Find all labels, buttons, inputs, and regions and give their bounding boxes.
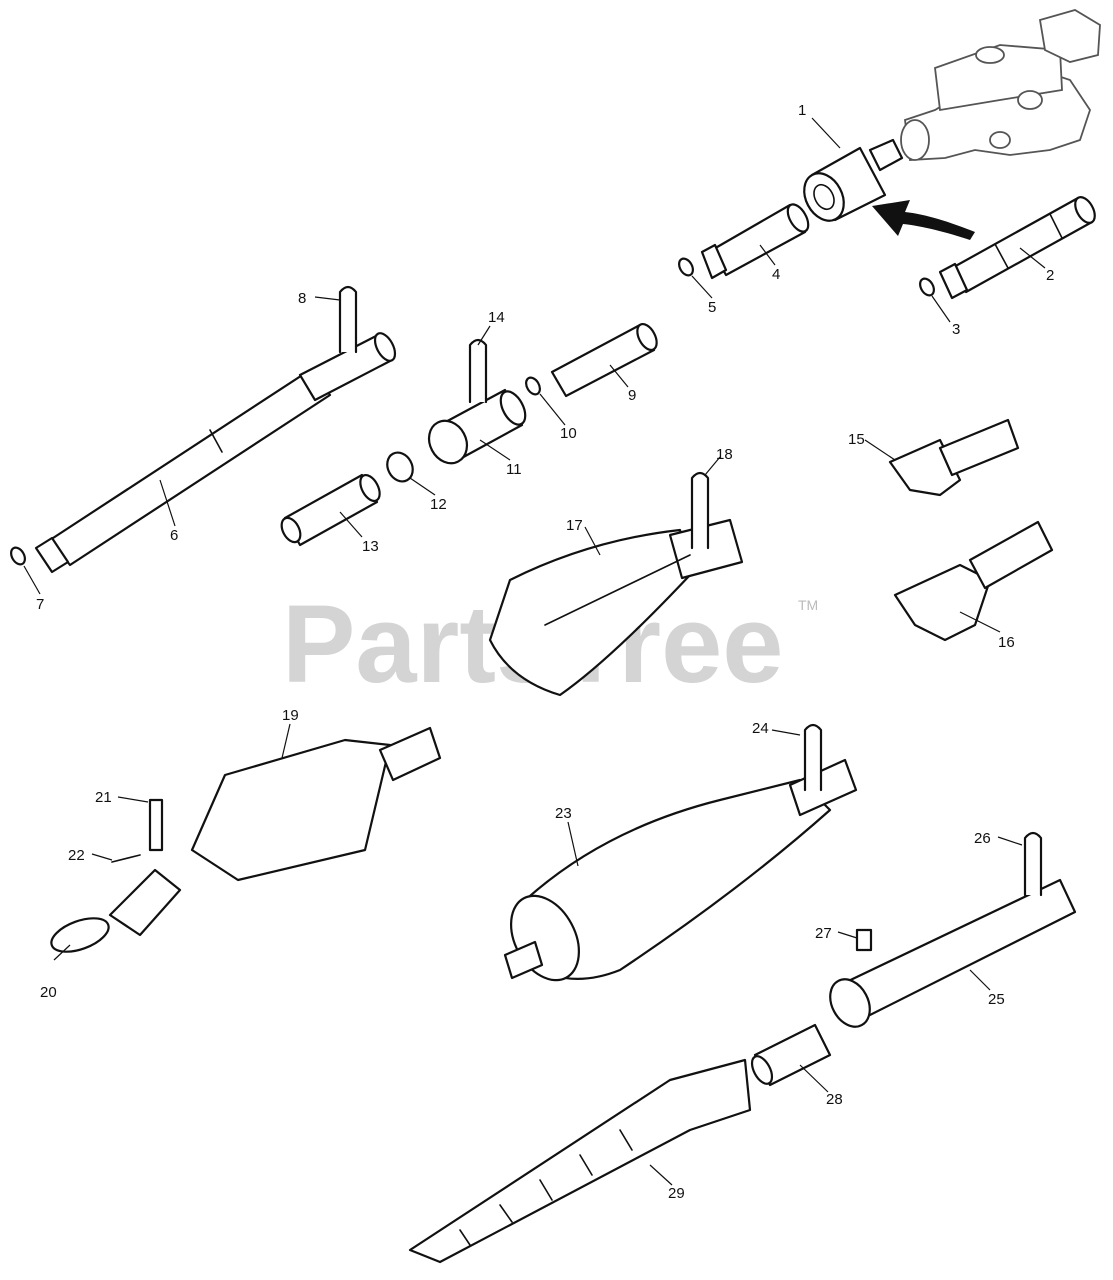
callout-8: 8 (298, 290, 306, 307)
callout-18: 18 (716, 446, 733, 463)
part-21-bolt (148, 798, 164, 852)
part-3-o-ring (919, 277, 935, 297)
callout-10: 10 (560, 425, 577, 442)
callouts: 1 2 3 4 5 6 7 8 9 10 11 12 13 14 15 16 1… (36, 102, 1054, 1202)
callout-20: 20 (40, 984, 57, 1001)
callout-9: 9 (628, 387, 636, 404)
part-11-coupling (427, 388, 527, 465)
part-15-cutter (888, 418, 1020, 497)
callout-7: 7 (36, 596, 44, 613)
part-10-o-ring (525, 376, 541, 396)
callout-4: 4 (772, 266, 780, 283)
part-24-pin (803, 723, 823, 792)
part-16-cutter (893, 520, 1054, 642)
callout-29: 29 (668, 1185, 685, 1202)
callout-21: 21 (95, 789, 112, 806)
part-22-pin (111, 854, 141, 863)
part-23-auger (503, 758, 858, 982)
callout-5: 5 (708, 299, 716, 316)
watermark-tm: TM (798, 597, 818, 613)
part-20-swivel (50, 868, 182, 953)
part-13-adapter (280, 473, 381, 547)
callout-2: 2 (1046, 267, 1054, 284)
part-25-auger (829, 878, 1077, 1028)
part-1-coupler (803, 138, 904, 222)
part-14-pin (468, 338, 488, 404)
part-8-pin (338, 285, 358, 354)
callout-27: 27 (815, 925, 832, 942)
callout-3: 3 (952, 321, 960, 338)
callout-1: 1 (798, 102, 806, 119)
part-9-adapter (550, 322, 658, 398)
part-29-drill-auger (408, 1058, 752, 1264)
callout-13: 13 (362, 538, 379, 555)
callout-16: 16 (998, 634, 1015, 651)
callout-17: 17 (566, 517, 583, 534)
callout-6: 6 (170, 527, 178, 544)
callout-23: 23 (555, 805, 572, 822)
leader-lines (23, 117, 1046, 1186)
part-19-paddle (190, 726, 442, 882)
part-5-o-ring (678, 257, 694, 277)
callout-14: 14 (488, 309, 505, 326)
part-27-set-screw (855, 928, 873, 952)
part-12-bushing (386, 451, 414, 483)
part-26-pin (1023, 831, 1043, 897)
part-7-o-ring (10, 546, 26, 566)
callout-11: 11 (506, 461, 522, 478)
callout-19: 19 (282, 707, 299, 724)
part-2-adapter (938, 196, 1096, 300)
callout-26: 26 (974, 830, 991, 847)
callout-28: 28 (826, 1091, 843, 1108)
part-28-connector (750, 1023, 832, 1087)
direction-arrow (872, 200, 975, 240)
callout-25: 25 (988, 991, 1005, 1008)
part-6-shaft (34, 332, 397, 574)
callout-24: 24 (752, 720, 769, 737)
part-17-funnel-cutter (488, 518, 744, 697)
valve-housing-ghost (900, 9, 1101, 161)
callout-15: 15 (848, 431, 865, 448)
callout-12: 12 (430, 496, 447, 513)
callout-22: 22 (68, 847, 85, 864)
part-18-pin (690, 471, 710, 550)
part-4-adapter (700, 203, 810, 280)
